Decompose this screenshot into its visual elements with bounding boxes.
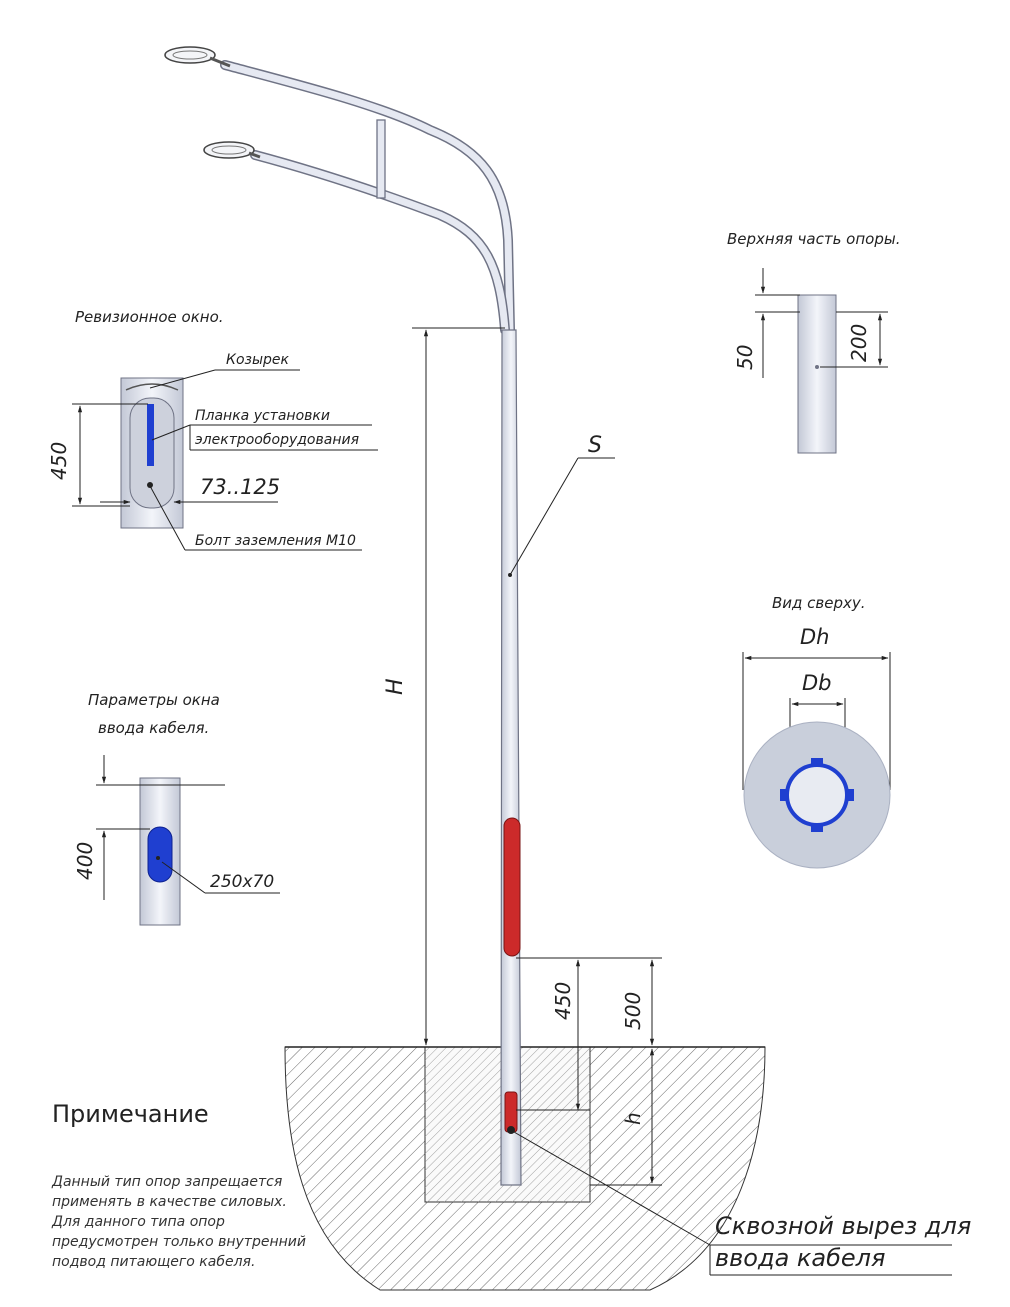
base-dimensions: 450 500 h <box>516 957 662 1186</box>
depth-label: h <box>621 1112 645 1125</box>
note-line: предусмотрен только внутренний <box>52 1234 306 1250</box>
ground <box>284 1046 766 1291</box>
visor-label: Козырек <box>226 352 290 368</box>
note-line: применять в качестве силовых. <box>52 1194 287 1210</box>
top-length-label: 200 <box>847 324 871 362</box>
lamp-icon <box>203 141 261 159</box>
outer-diameter-label: Dh <box>800 625 829 649</box>
inspection-width-label: 73..125 <box>200 475 280 499</box>
note-line: подвод питающего кабеля. <box>52 1254 256 1270</box>
cut-label-2: ввода кабеля <box>715 1244 886 1272</box>
wall-thickness-leader: S <box>508 433 615 577</box>
inspection-height-label: 450 <box>47 442 71 480</box>
ground-bolt-label: Болт заземления М10 <box>195 533 356 549</box>
top-view-detail: Вид сверху. Dh Db <box>742 594 891 869</box>
top-part-title: Верхняя часть опоры. <box>727 230 900 248</box>
mount-plate-label-2: электрооборудования <box>195 432 359 448</box>
note-body: Данный тип опор запрещается применять в … <box>52 1172 352 1272</box>
top-part-detail: Верхняя часть опоры. 50 200 <box>727 230 900 454</box>
cable-window-title-2: ввода кабеля. <box>98 719 209 737</box>
main-pole <box>164 46 522 1186</box>
dimension-h-height: H <box>383 327 505 1046</box>
base-450-label: 450 <box>551 982 575 1020</box>
cable-offset-label: 400 <box>73 842 97 880</box>
cable-window-title-1: Параметры окна <box>88 691 220 709</box>
cut-leader <box>513 1131 952 1276</box>
height-label: H <box>383 678 408 695</box>
lamp-icon <box>164 46 231 68</box>
inspection-window-title: Ревизионное окно. <box>75 308 224 326</box>
cut-label-1: Сквозной вырез для <box>715 1212 972 1240</box>
note-title: Примечание <box>52 1100 209 1128</box>
note-line: Для данного типа опор <box>52 1214 225 1230</box>
cable-window-detail: Параметры окна ввода кабеля. 400 250x70 <box>73 691 280 926</box>
base-diameter-label: Db <box>802 671 832 695</box>
base-500-label: 500 <box>621 992 645 1030</box>
mount-plate-label-1: Планка установки <box>195 408 330 424</box>
wall-thickness-label: S <box>588 433 602 458</box>
note-line: Данный тип опор запрещается <box>52 1174 283 1190</box>
top-offset-label: 50 <box>733 345 757 370</box>
cable-size-label: 250x70 <box>210 872 274 892</box>
top-view-title: Вид сверху. <box>772 594 866 612</box>
inspection-window-detail: Ревизионное окно. 450 73..125 Козырек Пл… <box>47 308 378 551</box>
